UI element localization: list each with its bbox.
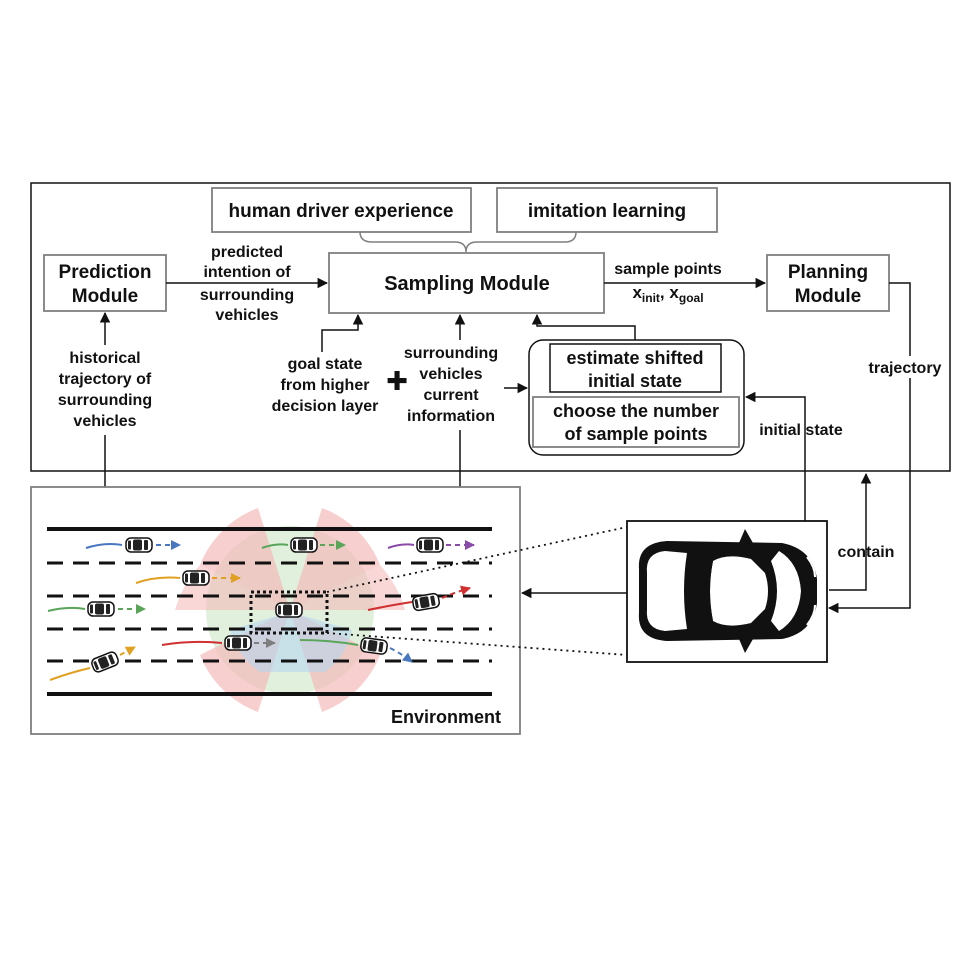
svg-text:predicted: predicted bbox=[211, 244, 283, 261]
svg-text:surrounding: surrounding bbox=[58, 392, 152, 409]
predicted-intention-label: predicted intention of surrounding vehic… bbox=[200, 244, 294, 324]
environment-label: Environment bbox=[391, 707, 501, 727]
svg-text:vehicles: vehicles bbox=[215, 307, 278, 324]
trajectory-label-bg bbox=[862, 356, 946, 378]
svg-text:current: current bbox=[423, 387, 479, 404]
svg-text:from higher: from higher bbox=[281, 377, 370, 394]
estimate-label-1: estimate shifted bbox=[566, 348, 703, 368]
svg-text:information: information bbox=[407, 408, 495, 425]
ego-car-icon bbox=[638, 529, 817, 653]
plus-icon: ✚ bbox=[386, 366, 408, 396]
prediction-label-2: Module bbox=[72, 286, 139, 307]
contain-label: contain bbox=[838, 544, 895, 561]
zoom-line-bottom bbox=[326, 632, 628, 656]
human-driver-box bbox=[211, 187, 472, 233]
svg-text:surrounding: surrounding bbox=[404, 345, 498, 362]
ego-vehicle bbox=[275, 602, 303, 618]
choose-label-1: choose the number bbox=[553, 401, 719, 421]
imitation-box bbox=[496, 187, 718, 233]
planning-label-2: Module bbox=[795, 286, 862, 307]
brace bbox=[359, 231, 577, 253]
estimate-to-sampling-arrow bbox=[531, 313, 636, 340]
choose-label-2: of sample points bbox=[564, 424, 707, 444]
sampling-label: Sampling Module bbox=[384, 273, 550, 295]
svg-text:decision layer: decision layer bbox=[272, 398, 379, 415]
trajectory-arrow bbox=[827, 282, 911, 614]
trajectory-label: trajectory bbox=[869, 360, 942, 377]
initial-state-label: initial state bbox=[759, 422, 843, 439]
framework-frame bbox=[30, 182, 951, 472]
estimate-box bbox=[549, 343, 722, 393]
human-driver-label: human driver experience bbox=[229, 201, 454, 222]
road-lines bbox=[47, 527, 492, 696]
goal-state-arrow bbox=[321, 313, 364, 352]
svg-text:historical: historical bbox=[69, 350, 140, 367]
svg-text:intention of: intention of bbox=[203, 264, 291, 281]
svg-text:trajectory of: trajectory of bbox=[59, 371, 152, 388]
prediction-label-1: Prediction bbox=[59, 262, 152, 283]
planning-label-1: Planning bbox=[788, 262, 868, 283]
svg-text:surrounding: surrounding bbox=[200, 287, 294, 304]
svg-text:vehicles: vehicles bbox=[73, 413, 136, 430]
vehicle-trajectories bbox=[47, 540, 475, 681]
estimate-label-2: initial state bbox=[588, 371, 682, 391]
svg-text:goal state: goal state bbox=[288, 356, 363, 373]
surrounding-info-label: surrounding vehicles current information bbox=[404, 345, 498, 425]
historical-label: historical trajectory of surrounding veh… bbox=[58, 350, 152, 430]
goal-state-label: goal state from higher decision layer bbox=[272, 356, 379, 415]
svg-text:vehicles: vehicles bbox=[419, 366, 482, 383]
prediction-module bbox=[43, 254, 167, 312]
sample-points-label: sample points bbox=[614, 261, 722, 278]
imitation-label: imitation learning bbox=[528, 201, 686, 222]
ego-focus-box bbox=[249, 590, 329, 635]
initial-state-arrow bbox=[744, 391, 806, 521]
planning-module bbox=[766, 254, 890, 312]
x-init-goal-label: xinit, xgoal bbox=[632, 283, 703, 305]
contain-arrow bbox=[829, 472, 872, 591]
choose-box bbox=[532, 396, 740, 448]
